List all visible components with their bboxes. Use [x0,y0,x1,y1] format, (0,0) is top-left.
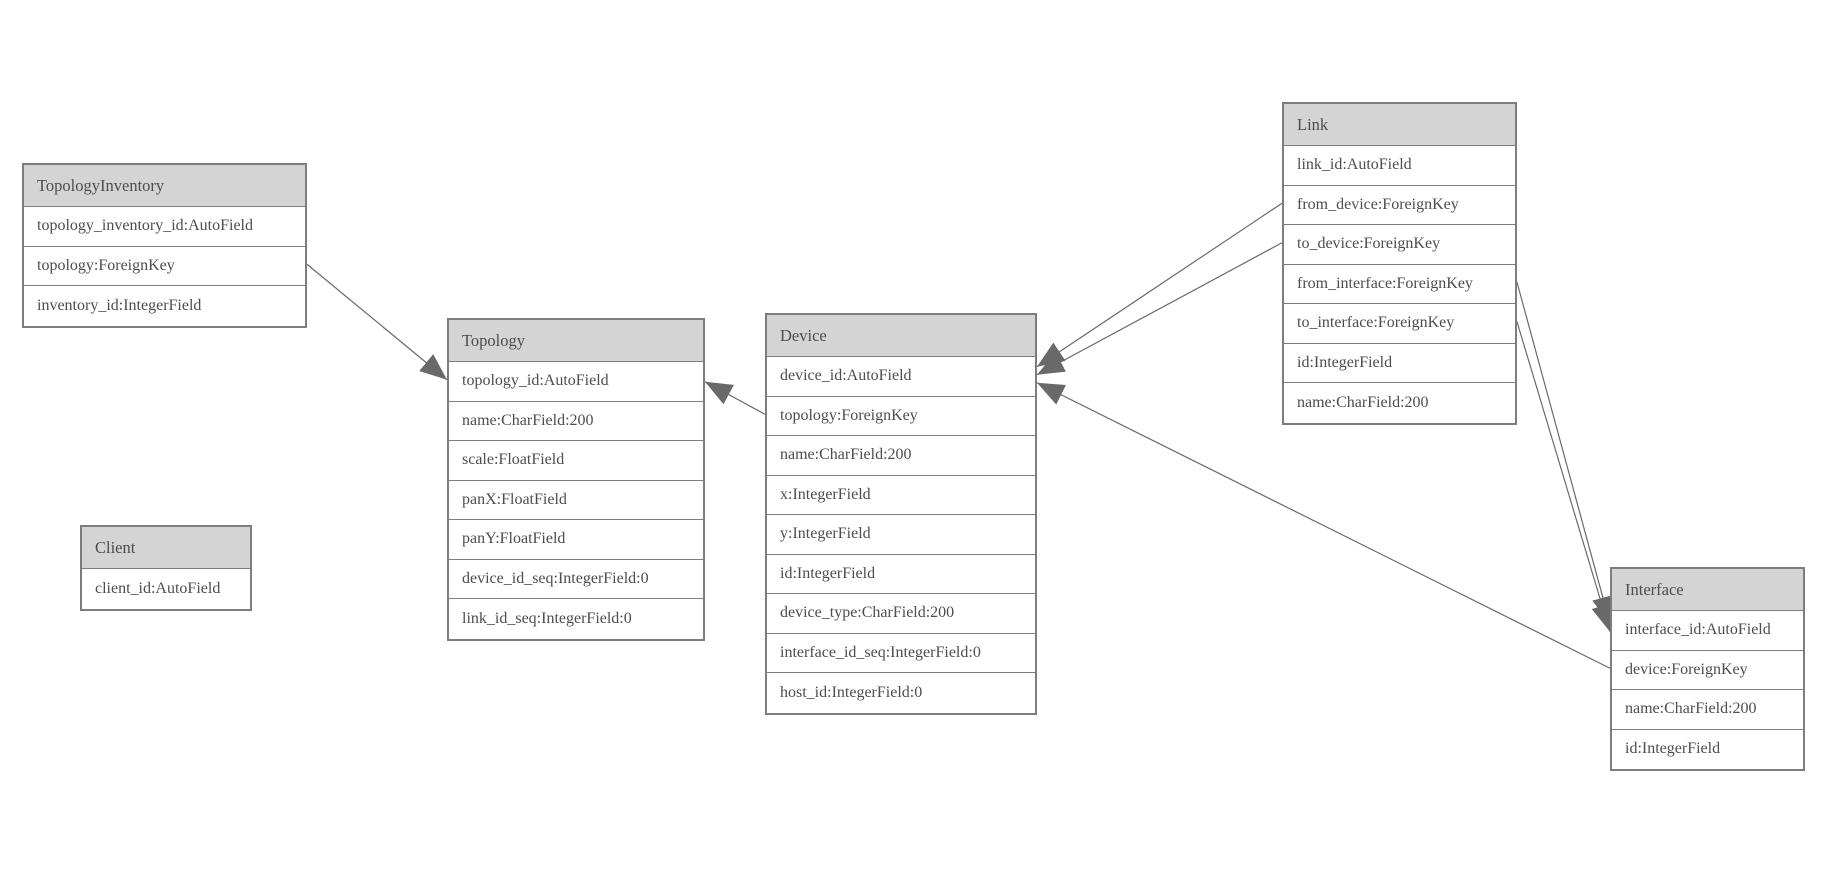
entity-field-row: name:CharField:200 [1612,690,1803,730]
entity-field-row: topology:ForeignKey [24,247,305,286]
entity-field-row: y:IntegerField [767,515,1035,555]
entity-title: TopologyInventory [24,165,305,207]
entity-title: Interface [1612,569,1803,611]
entity-field-row: scale:FloatField [449,441,703,481]
entity-field-row: host_id:IntegerField:0 [780,683,923,701]
entity-field-row: device_id:AutoField [767,357,1035,397]
entity-field-row: interface_id:AutoField [1612,611,1803,651]
entity-field-row: device_id_seq:IntegerField:0 [449,560,703,599]
relation-device-topology-to-topology [704,381,766,415]
entity-title: Device [767,315,1035,357]
entity-field-row: link_id:AutoField [1284,146,1515,186]
entity-field-row: x:IntegerField [767,476,1035,515]
entity-field-row: device_type:CharField:200 [767,594,1035,634]
relation-link-to_device-to-device [1036,242,1283,376]
relation-link-to_interface-to-interface [1516,321,1613,632]
entity-field-row: name:CharField:200 [767,436,1035,476]
entity-field-row: inventory_id:IntegerField [37,296,202,314]
entity-field-row: id:IntegerField [1284,344,1515,383]
entity-field-row: name:CharField:200 [449,402,703,441]
entity-title: Client [82,527,250,569]
entity-field-row: id:IntegerField [1625,740,1721,758]
entity-field-row: interface_id_seq:IntegerField:0 [767,634,1035,673]
entity-field-row: to_device:ForeignKey [1284,225,1515,265]
entity-field-row: from_device:ForeignKey [1284,186,1515,225]
entity-field-row: link_id_seq:IntegerField:0 [462,609,632,627]
relation-link-from_device-to-device [1036,202,1283,368]
entity-title: Link [1284,104,1515,146]
entity-field-row: client_id:AutoField [95,579,221,597]
entity-field-row: to_interface:ForeignKey [1284,304,1515,344]
entity-field-row: panX:FloatField [449,481,703,520]
entity-title: Topology [449,320,703,362]
relation-topologyinventory-topology-to-topology [306,263,448,381]
entity-field-row: topology_id:AutoField [449,362,703,402]
entity-field-row: name:CharField:200 [1297,393,1429,411]
entity-field-row: from_interface:ForeignKey [1284,265,1515,304]
entity-field-row: topology:ForeignKey [767,397,1035,436]
entity-table-client: Client client_id:AutoField [80,525,252,611]
relation-link-from_interface-to-interface [1516,282,1614,624]
relation-interface-device-to-device [1036,382,1611,669]
entity-field-row: topology_inventory_id:AutoField [24,207,305,247]
entity-field-row: device:ForeignKey [1612,651,1803,690]
entity-field-row: id:IntegerField [767,555,1035,594]
entity-field-row: panY:FloatField [449,520,703,560]
